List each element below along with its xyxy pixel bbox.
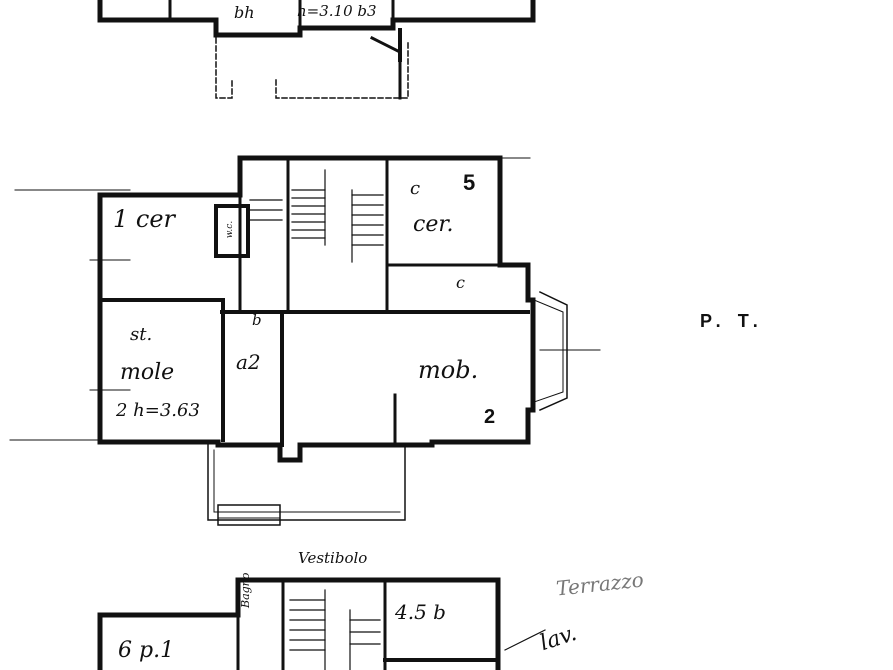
- room-label-5-c: c: [410, 178, 421, 199]
- note-vestibolo: Vestibolo: [298, 549, 368, 567]
- top-plan-walls: [97, 0, 536, 100]
- room-label-5-cer: cer.: [413, 212, 454, 237]
- bottom-plan-walls: [97, 577, 546, 670]
- ground-floor-walls: [9, 155, 601, 526]
- room-label-c: c: [456, 273, 465, 292]
- room-label-1: 1 cer: [113, 205, 176, 233]
- floor-label: P. T.: [700, 311, 764, 331]
- room-label-st: st.: [130, 324, 153, 345]
- room-label-mole: mole: [120, 360, 175, 385]
- room-label-2-right: 2: [484, 406, 496, 428]
- room-label-wc: w.c.: [225, 220, 236, 239]
- room-label-bh: bh: [234, 3, 255, 22]
- room-label-b: b: [252, 311, 262, 329]
- room-label-a2: a2: [236, 350, 261, 374]
- room-label-2-height: 2 h=3.63: [116, 400, 200, 421]
- room-label-5: 5: [463, 170, 476, 195]
- room-label-bagno: Bagno: [239, 572, 252, 608]
- room-label-6: 6 p.1: [118, 638, 175, 663]
- room-label-b3: h=3.10 b3: [297, 2, 377, 20]
- room-label-mob: mob.: [418, 356, 479, 384]
- room-label-45b: 4.5 b: [395, 600, 446, 624]
